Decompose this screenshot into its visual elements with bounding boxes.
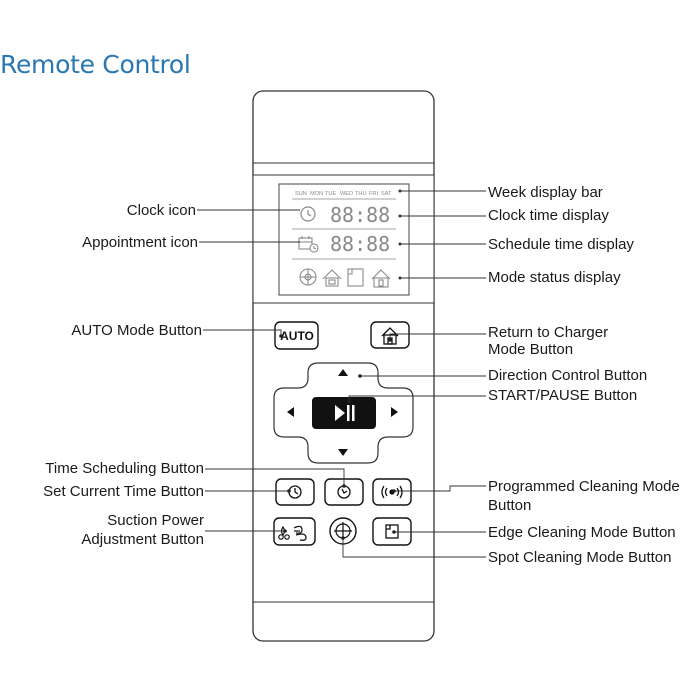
label-mode-status-display: Mode status display	[488, 269, 621, 286]
day-sun: SUN	[295, 191, 307, 197]
edge-mode-status-icon	[347, 268, 364, 287]
day-mon: MON	[310, 191, 323, 197]
set-current-time-button[interactable]	[275, 478, 315, 506]
spot-mode-status-icon	[299, 268, 317, 286]
label-programmed-cleaning-line2: Button	[488, 497, 532, 514]
label-suction-power-line2: Adjustment Button	[81, 531, 204, 548]
arrow-down-icon[interactable]	[338, 449, 348, 456]
play-icon	[335, 405, 345, 421]
label-clock-time-display: Clock time display	[488, 207, 609, 224]
arrow-left-icon[interactable]	[287, 407, 294, 417]
clock-time-digits: 88:88	[330, 203, 390, 227]
label-set-current-time-button: Set Current Time Button	[43, 483, 204, 500]
label-edge-cleaning-mode-button: Edge Cleaning Mode Button	[488, 524, 676, 541]
day-thu: THU	[355, 191, 367, 197]
label-clock-icon: Clock icon	[126, 202, 196, 219]
label-return-to-charger-line2: Mode Button	[488, 341, 574, 358]
mode-status-icons	[299, 268, 391, 288]
label-spot-cleaning-mode-button: Spot Cleaning Mode Button	[488, 549, 672, 566]
edge-cleaning-button[interactable]	[372, 517, 412, 546]
start-pause-button[interactable]	[312, 397, 376, 429]
leader-programmed-cleaning	[394, 485, 486, 492]
pause-bar-1	[347, 405, 350, 421]
label-week-display-bar: Week display bar	[488, 184, 603, 201]
day-sat: SAT	[381, 191, 392, 197]
label-time-scheduling-button: Time Scheduling Button	[45, 460, 204, 477]
programmed-cleaning-button[interactable]	[372, 478, 412, 506]
label-programmed-cleaning-line1: Programmed Cleaning Mode	[488, 478, 680, 495]
suction-power-icon	[278, 525, 307, 541]
label-start-pause-button: START/PAUSE Button	[488, 387, 638, 404]
leader-return-charger	[389, 333, 486, 340]
schedule-time-digits: 88:88	[330, 232, 390, 256]
wireless-signal-icon	[381, 485, 403, 499]
auto-button-label: AUTO	[280, 329, 314, 343]
charge-mode-status-icon	[371, 269, 391, 288]
label-suction-power-line1: Suction Power	[107, 512, 204, 529]
label-auto-mode-button: AUTO Mode Button	[71, 322, 202, 339]
day-wed: WED	[340, 191, 353, 197]
edge-icon	[385, 524, 399, 539]
lcd-clock-icon	[300, 206, 316, 222]
leader-time-scheduling	[205, 468, 345, 486]
spot-cleaning-button[interactable]	[329, 517, 357, 545]
day-fri: FRI	[369, 191, 378, 197]
label-appointment-icon: Appointment icon	[82, 234, 198, 251]
pause-bar-2	[352, 405, 355, 421]
arrow-right-icon[interactable]	[391, 407, 398, 417]
label-direction-control-button: Direction Control Button	[488, 367, 648, 384]
arrow-up-icon[interactable]	[338, 369, 348, 376]
lcd-appointment-icon	[298, 236, 319, 253]
suction-power-button[interactable]	[273, 517, 316, 546]
page-title: Remote Control	[0, 50, 191, 79]
label-schedule-time-display: Schedule time display	[488, 236, 634, 253]
label-return-to-charger-line1: Return to Charger	[488, 324, 609, 341]
day-tue: TUE	[325, 191, 336, 197]
leader-auto-mode	[203, 329, 282, 336]
auto-mode-button[interactable]: AUTO	[274, 321, 319, 350]
home-mode-status-icon	[322, 269, 342, 287]
leader-spot-cleaning	[342, 538, 486, 558]
